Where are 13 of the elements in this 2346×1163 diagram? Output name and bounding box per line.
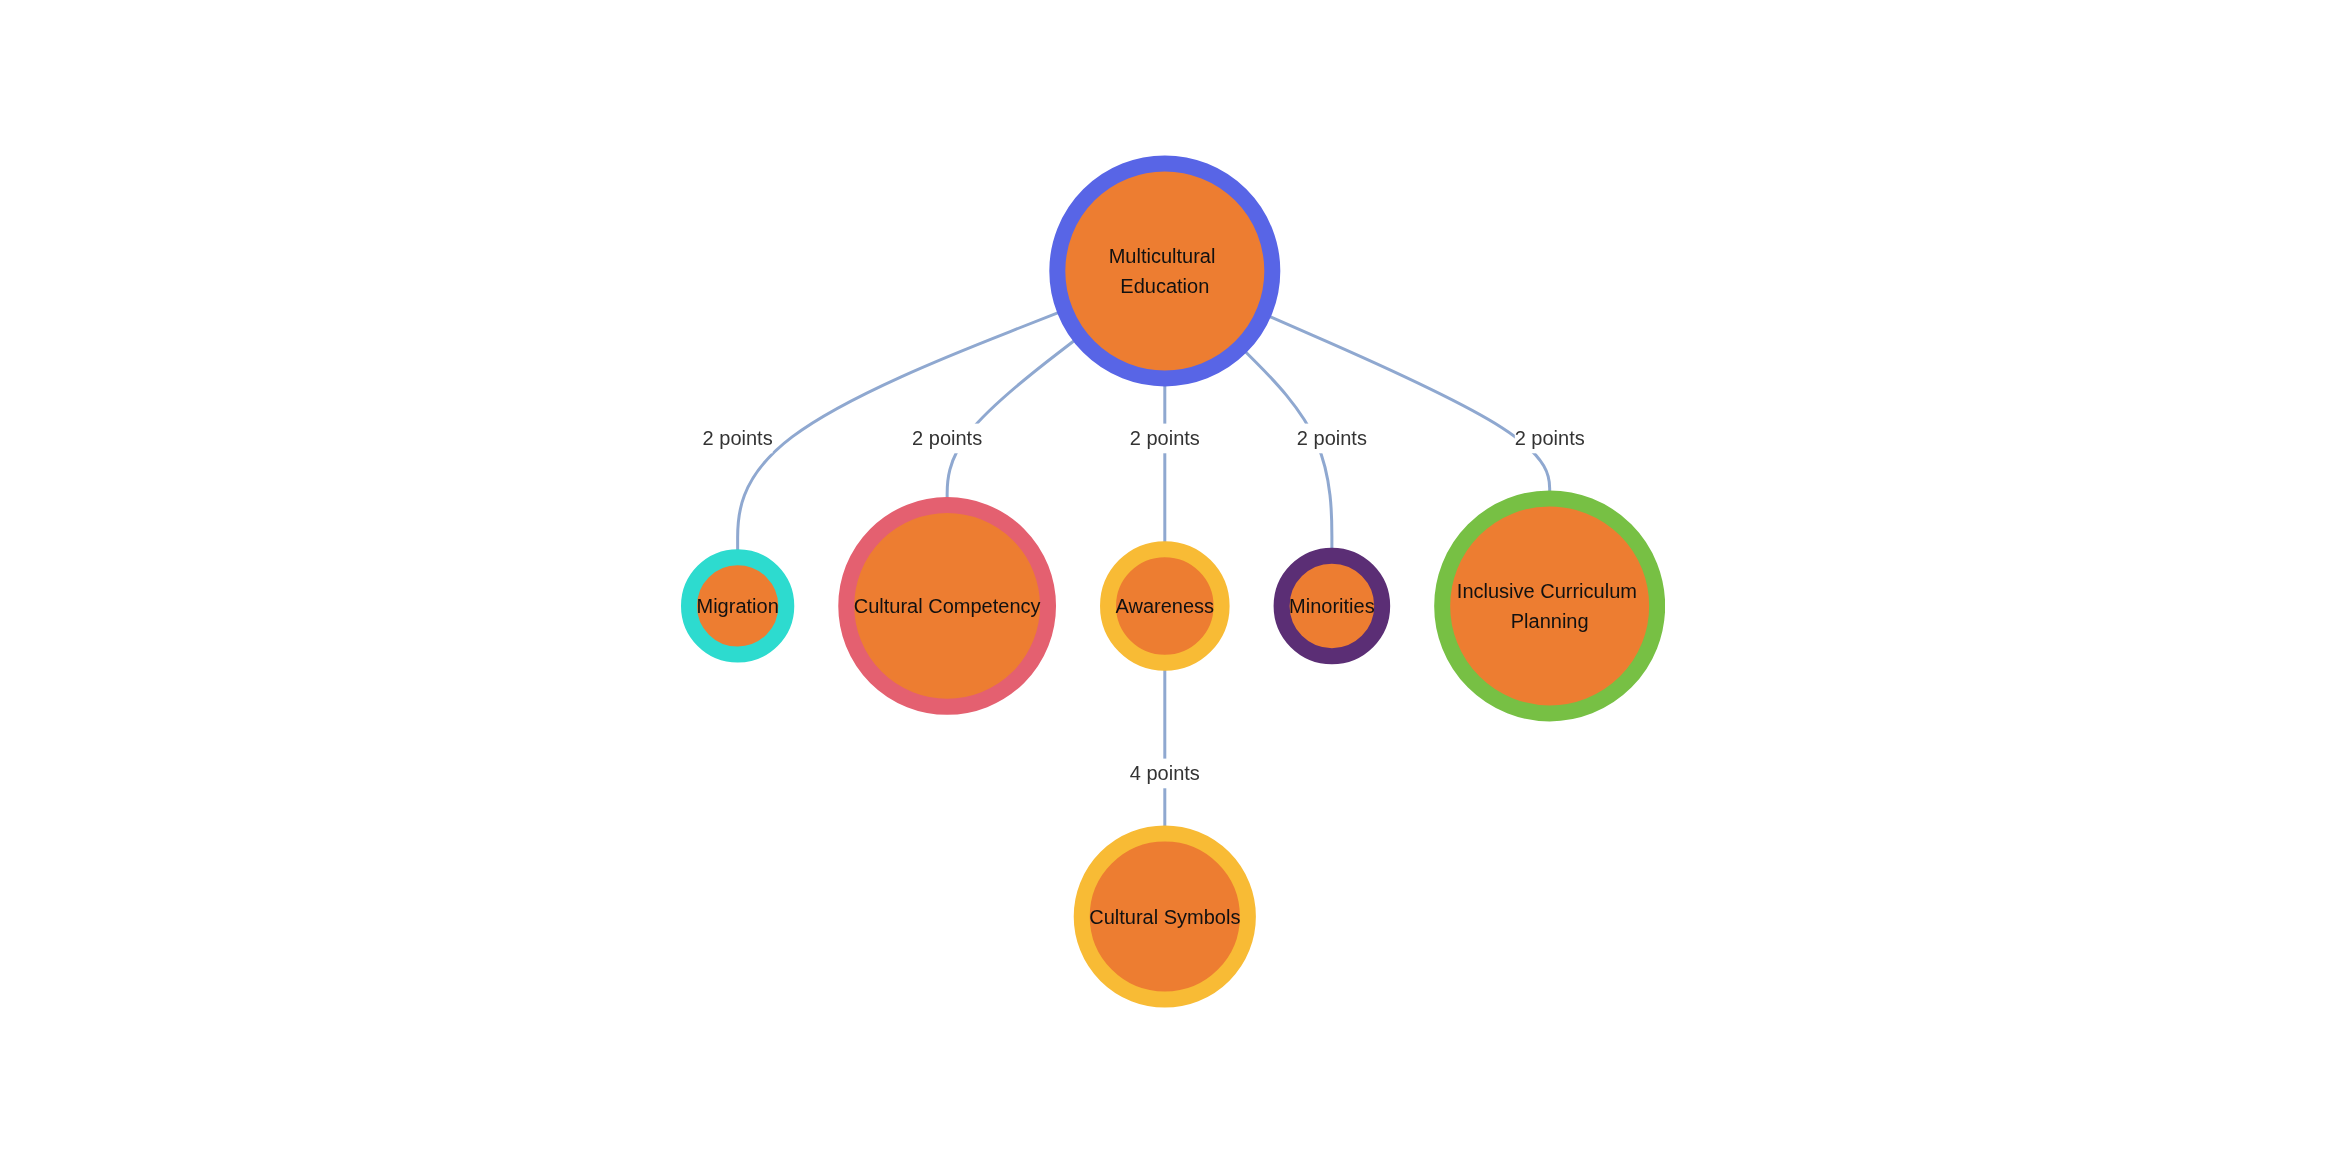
edge-label: 4 points	[1129, 762, 1200, 785]
edge-label: 2 points	[912, 427, 983, 450]
edge-label: 2 points	[1514, 427, 1585, 450]
node-circle: Inclusive Curriculum Planning	[1434, 490, 1666, 722]
edge-label: 2 points	[1129, 427, 1200, 450]
node-circle: Cultural Symbols	[1073, 825, 1256, 1008]
node-circle: Minorities	[1273, 547, 1391, 665]
node-circle: Awareness	[1099, 541, 1230, 671]
edge-label: 2 points	[702, 427, 773, 450]
node-circle: Cultural Competency	[838, 497, 1056, 715]
node-circle: Migration	[680, 549, 795, 663]
node-circle: Multicultural Education	[1049, 155, 1281, 387]
edge-label: 2 points	[1296, 427, 1367, 450]
